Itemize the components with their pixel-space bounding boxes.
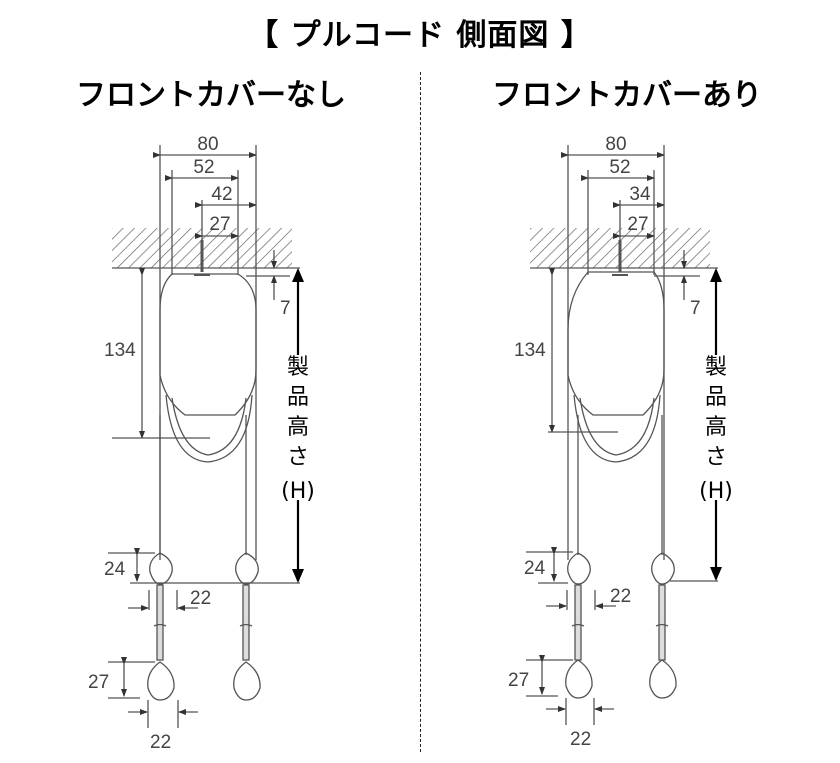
diagram-with-cover bbox=[526, 145, 722, 725]
svg-text:80: 80 bbox=[197, 134, 218, 155]
svg-text:さ: さ bbox=[287, 445, 309, 470]
svg-text:品: 品 bbox=[287, 385, 309, 410]
svg-text:52: 52 bbox=[609, 157, 630, 178]
panel-heading-with-cover: フロントカバーあり bbox=[492, 78, 762, 113]
svg-text:27: 27 bbox=[508, 670, 529, 691]
svg-text:27: 27 bbox=[209, 214, 230, 235]
svg-text:42: 42 bbox=[211, 184, 232, 205]
svg-text:品: 品 bbox=[705, 385, 727, 410]
svg-text:7: 7 bbox=[280, 298, 291, 319]
svg-text:(H): (H) bbox=[281, 479, 315, 504]
page-title: 【 プルコード 側面図 】 bbox=[248, 18, 592, 53]
svg-text:製: 製 bbox=[287, 355, 309, 380]
svg-text:27: 27 bbox=[88, 672, 109, 693]
svg-text:22: 22 bbox=[610, 586, 631, 607]
svg-text:さ: さ bbox=[705, 445, 727, 470]
svg-text:80: 80 bbox=[605, 134, 626, 155]
svg-text:134: 134 bbox=[104, 340, 136, 361]
svg-text:製: 製 bbox=[705, 355, 727, 380]
svg-text:(H): (H) bbox=[699, 479, 733, 504]
svg-text:22: 22 bbox=[150, 732, 171, 753]
svg-text:22: 22 bbox=[190, 588, 211, 609]
diagram-no-cover bbox=[108, 145, 304, 728]
svg-text:34: 34 bbox=[629, 184, 651, 205]
svg-text:134: 134 bbox=[514, 340, 546, 361]
svg-text:7: 7 bbox=[690, 298, 701, 319]
dims-no-cover: 80 52 42 27 7 134 24 22 27 22 製 品 高 さ (H… bbox=[88, 134, 315, 753]
dims-with-cover: 80 52 34 27 7 134 24 22 27 22 製 品 高 さ (H… bbox=[508, 134, 733, 750]
svg-text:高: 高 bbox=[287, 415, 309, 440]
svg-text:24: 24 bbox=[524, 558, 546, 579]
svg-text:高: 高 bbox=[705, 415, 727, 440]
svg-text:24: 24 bbox=[104, 559, 126, 580]
svg-text:27: 27 bbox=[627, 214, 648, 235]
panel-heading-no-cover: フロントカバーなし bbox=[76, 78, 346, 113]
svg-text:22: 22 bbox=[570, 729, 591, 750]
svg-text:52: 52 bbox=[193, 157, 214, 178]
dashed-divider bbox=[420, 72, 421, 752]
